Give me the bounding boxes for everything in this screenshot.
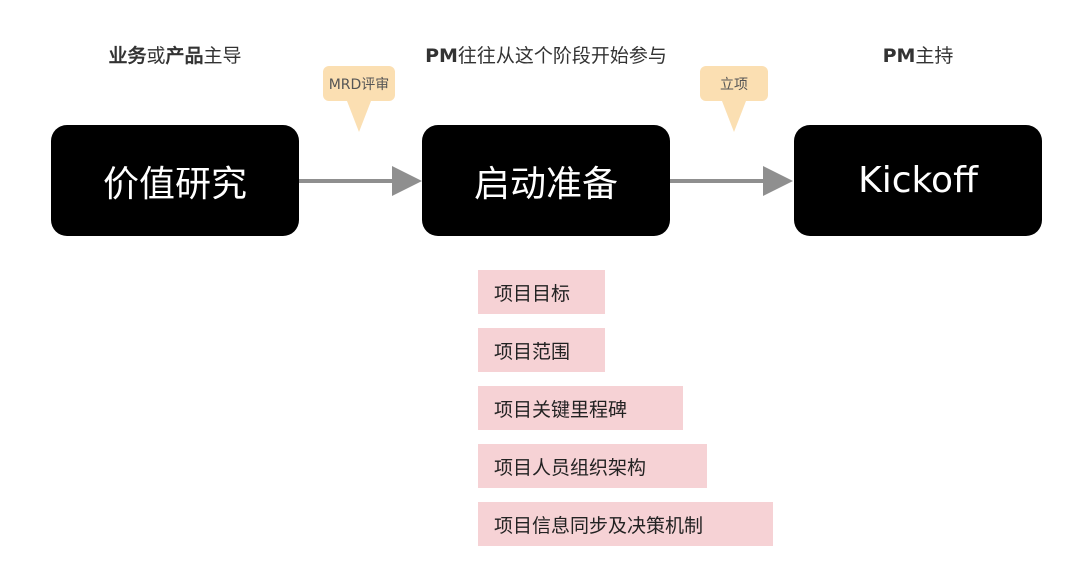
stage-kickoff-prep-label: 启动准备 bbox=[473, 163, 618, 205]
callout-mrd-review-label: MRD评审 bbox=[328, 76, 390, 93]
header-value-research-normal-b: 主导 bbox=[203, 45, 242, 67]
header-kickoff-prep: PM往往从这个阶段开始参与 bbox=[425, 41, 667, 68]
header-kickoff-bold: PM bbox=[882, 45, 916, 67]
header-kickoff: PM主持 bbox=[883, 41, 954, 68]
task-item-label: 项目目标 bbox=[494, 282, 571, 305]
task-item-project-scope: 项目范围 bbox=[478, 328, 605, 372]
stage-kickoff-prep: 启动准备 bbox=[422, 125, 670, 236]
callout-mrd-review: MRD评审 bbox=[323, 66, 395, 101]
header-kickoff-prep-normal: 往往从这个阶段开始参与 bbox=[457, 45, 667, 67]
callout-project-approval: 立项 bbox=[700, 66, 768, 101]
callout-project-approval-pointer bbox=[722, 101, 746, 132]
header-value-research-normal-a: 或 bbox=[146, 45, 166, 67]
arrow-2-head bbox=[763, 166, 793, 196]
stage-kickoff: Kickoff bbox=[794, 125, 1042, 236]
callout-mrd-review-pointer bbox=[347, 101, 371, 132]
task-item-project-goal: 项目目标 bbox=[478, 270, 605, 314]
task-item-label: 项目关键里程碑 bbox=[494, 398, 628, 421]
header-value-research-bold-a: 业务 bbox=[108, 45, 147, 67]
arrow-1-line bbox=[299, 179, 394, 183]
header-value-research-bold-b: 产品 bbox=[165, 45, 204, 67]
header-kickoff-normal: 主持 bbox=[915, 45, 954, 67]
task-item-label: 项目范围 bbox=[494, 340, 571, 363]
arrow-2-line bbox=[670, 179, 765, 183]
task-item-key-milestones: 项目关键里程碑 bbox=[478, 386, 683, 430]
callout-project-approval-label: 立项 bbox=[720, 76, 748, 93]
header-kickoff-prep-bold: PM bbox=[425, 45, 458, 67]
header-value-research: 业务或产品主导 bbox=[108, 41, 241, 68]
stage-kickoff-label: Kickoff bbox=[858, 160, 978, 201]
task-item-label: 项目信息同步及决策机制 bbox=[494, 514, 704, 537]
task-item-org-structure: 项目人员组织架构 bbox=[478, 444, 707, 488]
task-item-label: 项目人员组织架构 bbox=[494, 456, 647, 479]
arrow-1-head bbox=[392, 166, 422, 196]
stage-value-research-label: 价值研究 bbox=[102, 163, 247, 205]
stage-value-research: 价值研究 bbox=[51, 125, 299, 236]
task-item-sync-decision: 项目信息同步及决策机制 bbox=[478, 502, 773, 546]
